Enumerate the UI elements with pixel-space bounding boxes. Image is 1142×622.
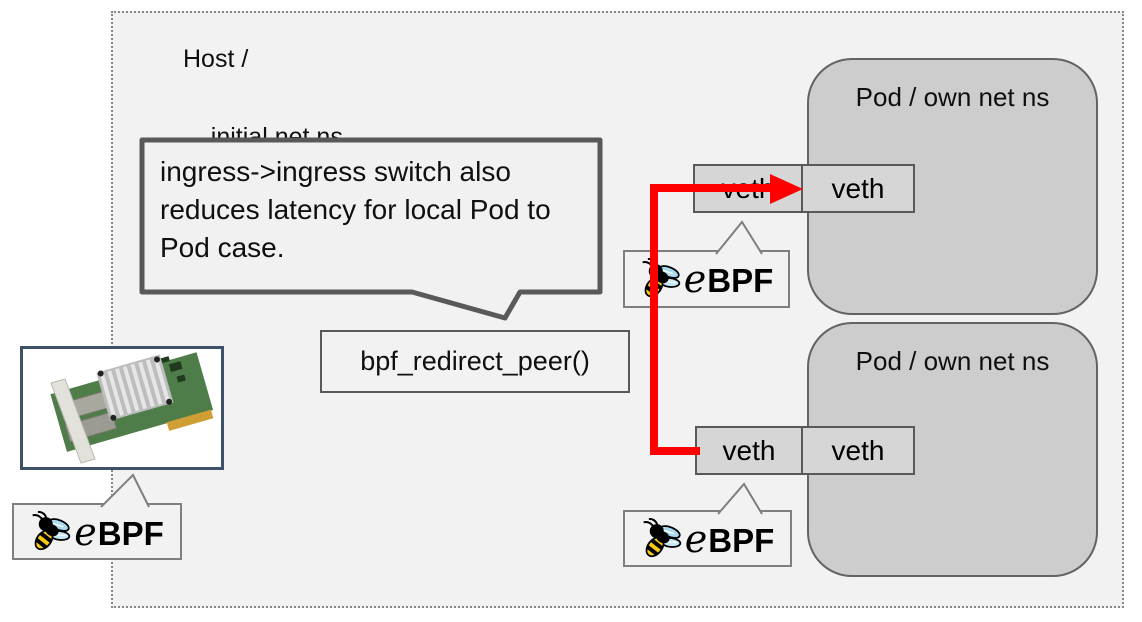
bee-icon — [640, 258, 682, 300]
veth-pod-side-bottom: veth — [801, 426, 915, 475]
veth-pod-side-top: veth — [801, 164, 915, 213]
network-card-photo — [20, 346, 224, 470]
bpf-redirect-peer-label: bpf_redirect_peer() — [360, 346, 590, 376]
network-card-drawing — [23, 349, 221, 467]
veth-host-side-top: veth — [693, 164, 803, 213]
host-label-line2: initial net ns — [210, 123, 343, 151]
bpf-redirect-peer-box: bpf_redirect_peer() — [320, 330, 630, 393]
pod-box-top: Pod / own net ns — [807, 58, 1098, 315]
bee-icon — [30, 511, 72, 553]
note-bubble-text: ingress->ingress switch also reduces lat… — [160, 156, 551, 263]
veth-host-side-bottom: veth — [695, 426, 803, 475]
bee-icon — [641, 518, 683, 560]
pod-label: Pod / own net ns — [855, 82, 1050, 112]
pod-label: Pod / own net ns — [855, 346, 1050, 376]
host-label-line1: Host / — [183, 45, 249, 73]
